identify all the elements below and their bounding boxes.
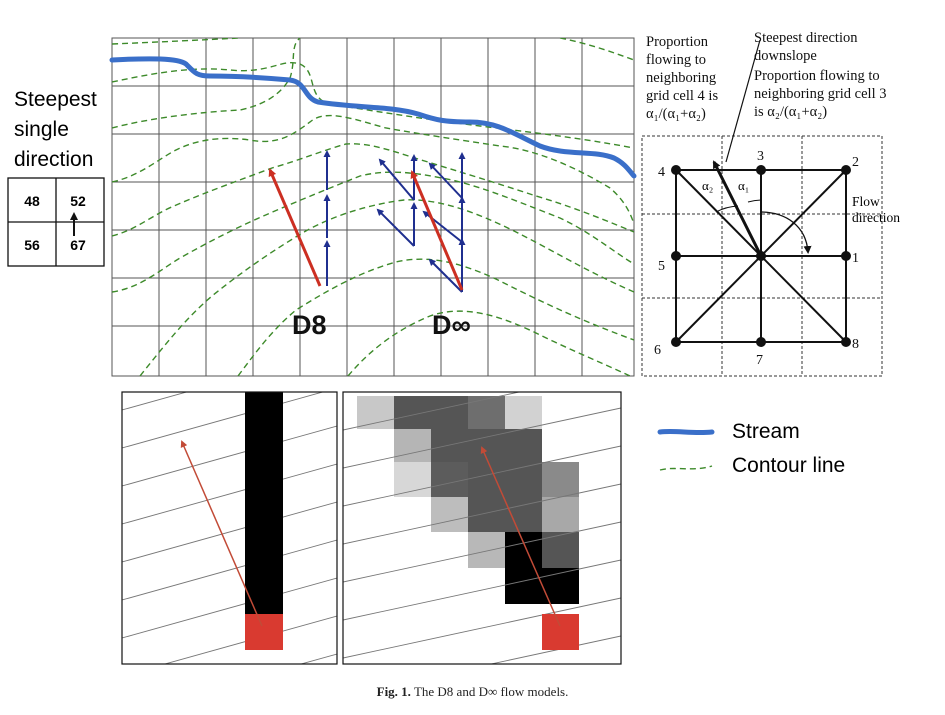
node-label-5: 5 [658,259,665,274]
stream-line [109,56,637,179]
d8-red-arrow [268,168,322,287]
steepest-single-direction: Steepest single direction 48 52 56 67 [7,88,105,267]
prop4-line-4: grid cell 4 is [646,88,718,104]
legend-contour-swatch [659,465,713,471]
flow-direction-arc [759,211,812,254]
cell-56: 56 [24,237,40,253]
node-label-4: 4 [658,165,665,180]
caption-label: Fig. 1. [376,684,411,699]
annotations: Proportion flowing to neighboring grid c… [646,30,886,122]
d8-accumulation-panel [121,391,338,665]
d8-outlet-cell [245,614,283,650]
flow-direction-line-1: Flow [852,194,880,209]
flow-direction-line-2: direction [852,210,900,225]
alpha1-label: α₁ [738,178,749,193]
prop4-line-3: neighboring [646,70,716,86]
figure-caption: Fig. 1. The D8 and D∞ flow models. [0,684,945,700]
legend: Stream Contour line [657,420,845,477]
dinf-label: D∞ [432,310,471,340]
d8-flow-column [245,392,283,614]
steepest-direction-arrow [712,160,763,257]
contour-lines [112,38,634,376]
dinf-flow-arrow [480,446,561,627]
caption-text: The D8 and D∞ flow models. [413,684,569,699]
figure-canvas: D8 D∞ Steepest single direction 48 52 56… [7,30,900,665]
prop3-line-1: Proportion flowing to [754,68,880,84]
node-label-6: 6 [654,343,661,358]
alpha2-label: α₂ [702,178,713,193]
top-map: D8 D∞ [109,37,637,377]
steepest-line-2: downslope [754,48,817,64]
alpha1-arc [747,199,762,203]
legend-stream-label: Stream [732,420,800,443]
map-grid [111,37,635,377]
node-label-2: 2 [852,155,859,170]
dinf-contour-hatch [343,392,621,664]
cell-grid-2x2 [7,177,105,267]
cell-48: 48 [24,193,40,209]
prop4-line-5: α₁/(α₁+α₂) [646,106,706,122]
left-label-line-3: direction [14,148,93,171]
node-label-1: 1 [852,251,859,266]
prop3-line-2: neighboring grid cell 3 [754,86,886,102]
dinf-accumulation-panel [342,391,622,665]
left-label-line-1: Steepest [14,88,97,111]
dinf-stencil: α₂ α₁ 1 2 3 4 5 6 7 8 Flow direction [641,39,900,377]
cell-52: 52 [70,193,86,209]
d8-label: D8 [292,310,327,340]
prop4-line-1: Proportion [646,34,709,50]
d8-contour-hatch [122,392,337,664]
alpha2-arc [715,205,739,213]
node-label-3: 3 [757,149,764,164]
steepest-leader [725,39,761,163]
node-label-7: 7 [756,353,763,368]
steepest-line-1: Steepest direction [754,30,858,46]
left-label-line-2: single [14,118,69,141]
legend-contour-label: Contour line [732,454,845,477]
prop4-line-2: flowing to [646,52,706,68]
node-label-8: 8 [852,337,859,352]
d8-flow-arrow [180,440,263,627]
cell-67: 67 [70,237,86,253]
prop3-line-3: is α₂/(α₁+α₂) [754,104,827,120]
dinf-outlet-cell [542,614,579,650]
dinf-red-arrow [410,170,464,291]
legend-stream-swatch [657,428,715,436]
